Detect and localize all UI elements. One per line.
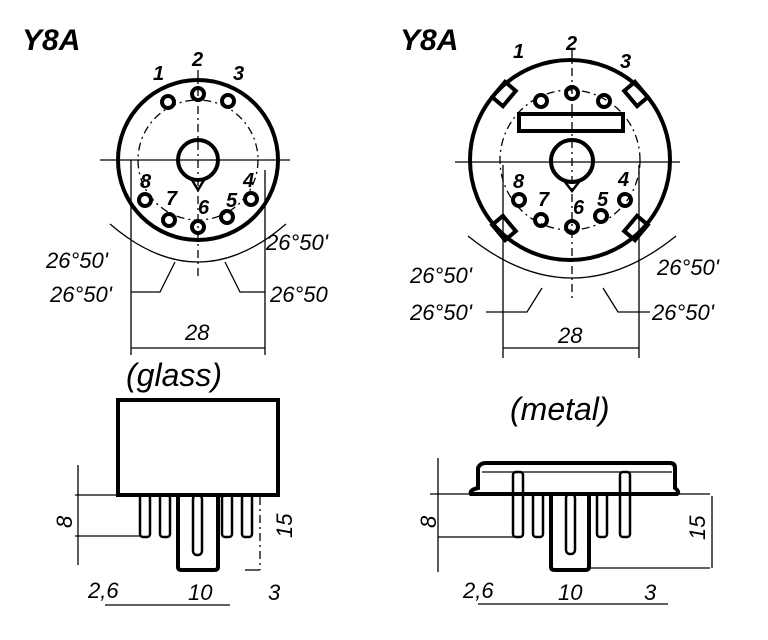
left-leaders xyxy=(131,261,265,293)
pin-label-5: 5 xyxy=(226,190,238,212)
left-base-view: Y8A 1 2 3 4 5 6 7 8 26°50' 26°50' 26°50'… xyxy=(22,24,329,393)
pin-label-3: 3 xyxy=(233,63,244,85)
right-title: Y8A xyxy=(400,24,458,57)
right-height: 15 xyxy=(685,515,710,540)
right-angle-1: 26°50' xyxy=(409,263,473,288)
left-side-view: 8 15 2,6 10 3 xyxy=(52,398,297,606)
pin-label-1: 1 xyxy=(513,41,524,63)
left-title: Y8A xyxy=(22,24,80,57)
left-height: 15 xyxy=(272,513,297,538)
left-angle-2: 26°50' xyxy=(49,282,113,307)
left-center-plug xyxy=(176,495,220,572)
left-key-notch xyxy=(190,179,206,193)
right-clip-tl xyxy=(489,79,519,109)
right-pin-diameter: 2,6 xyxy=(462,578,494,603)
right-base-outline xyxy=(468,58,672,262)
pin-label-2: 2 xyxy=(565,33,577,55)
right-clip-br xyxy=(621,213,651,243)
right-shield-bar xyxy=(517,112,625,133)
left-pin-spacing: 3 xyxy=(268,580,281,605)
pin-label-6: 6 xyxy=(573,197,585,219)
left-pins xyxy=(137,86,259,235)
left-pin-length: 8 xyxy=(52,515,77,528)
pin-label-6: 6 xyxy=(198,197,210,219)
right-clip-tr xyxy=(621,79,651,109)
right-angle-arc xyxy=(467,235,677,279)
pin-label-4: 4 xyxy=(242,170,254,192)
right-angle-4: 26°50' xyxy=(651,300,715,325)
right-leaders xyxy=(486,287,650,313)
right-pin-spacing: 3 xyxy=(644,580,657,605)
pin-label-3: 3 xyxy=(620,51,631,73)
left-envelope-label: (glass) xyxy=(126,357,222,393)
right-envelope-label: (metal) xyxy=(510,391,610,427)
right-clip-bl xyxy=(489,213,519,243)
left-side-pins xyxy=(138,493,254,557)
left-angle-4: 26°50 xyxy=(269,282,329,307)
right-pin-length: 8 xyxy=(416,515,441,528)
right-center-key xyxy=(549,138,595,184)
right-center-plug xyxy=(549,494,591,572)
pin-label-7: 7 xyxy=(538,189,550,211)
left-plug-width: 10 xyxy=(188,580,213,605)
left-center-key xyxy=(176,138,220,182)
left-diameter: 28 xyxy=(184,320,210,345)
right-diameter: 28 xyxy=(557,323,583,348)
left-pin-diameter: 2,6 xyxy=(87,578,119,603)
right-angle-2: 26°50' xyxy=(409,300,473,325)
right-base-view: Y8A 1 2 3 4 5 6 7 8 26°50' 26°50' 26°50' xyxy=(400,24,720,427)
glass-body xyxy=(116,398,280,497)
pin-label-5: 5 xyxy=(597,189,609,211)
right-plug-width: 10 xyxy=(558,580,583,605)
pin-label-4: 4 xyxy=(617,169,629,191)
left-angle-3: 26°50' xyxy=(265,230,329,255)
metal-body xyxy=(468,461,681,496)
pin-label-8: 8 xyxy=(140,171,152,193)
right-side-view: 8 15 2,6 10 3 xyxy=(416,458,713,605)
left-angle-1: 26°50' xyxy=(45,248,109,273)
pin-label-2: 2 xyxy=(191,49,203,71)
right-side-pins xyxy=(511,470,632,556)
pin-label-1: 1 xyxy=(153,63,164,85)
pin-label-7: 7 xyxy=(166,188,178,210)
right-angle-3: 26°50' xyxy=(656,255,720,280)
pin-label-8: 8 xyxy=(513,171,525,193)
right-pin-circle xyxy=(499,89,641,231)
right-key-notch xyxy=(564,181,580,194)
right-pins xyxy=(511,85,633,235)
